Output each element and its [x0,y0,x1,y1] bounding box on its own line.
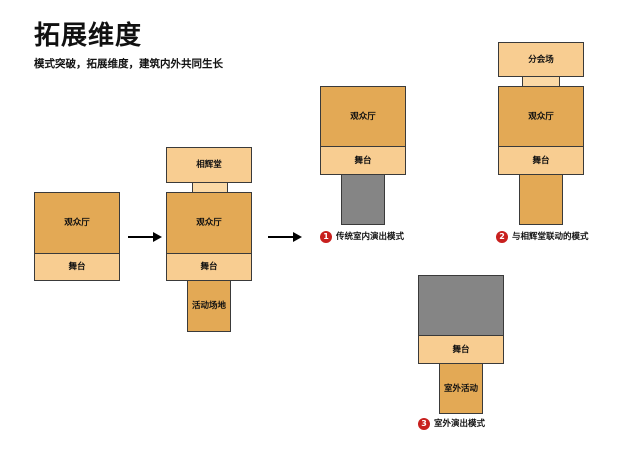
page-subtitle: 模式突破，拓展维度，建筑内外共同生长 [34,58,223,70]
page-title: 拓展维度 [34,21,143,51]
auditorium-block: 观众厅 [498,86,584,147]
auditorium-block: 观众厅 [320,86,406,147]
mode-2-caption: 2 与相辉堂联动的模式 [496,231,589,243]
number-badge: 3 [418,418,430,430]
stage-block: 舞台 [320,146,406,175]
stage-block: 舞台 [34,253,120,281]
mode-2-label: 与相辉堂联动的模式 [512,232,589,242]
inactive-area-block [341,174,385,225]
mode-3-label: 室外演出模式 [434,419,486,429]
mode-1-caption: 1 传统室内演出模式 [320,231,404,243]
number-badge: 1 [320,231,332,243]
branch-venue-block: 分会场 [498,42,584,77]
activity-area-block [519,174,563,225]
mode-1-label: 传统室内演出模式 [336,232,405,242]
auditorium-block: 观众厅 [166,192,252,254]
auditorium-block: 观众厅 [34,192,120,254]
mode-3-caption: 3 室外演出模式 [418,418,485,430]
number-badge: 2 [496,231,508,243]
stage-block: 舞台 [498,146,584,175]
stage-block: 舞台 [418,335,504,364]
inactive-auditorium-block [418,275,504,336]
activity-venue-block: 活动场地 [187,280,231,332]
stage-block: 舞台 [166,253,252,281]
arrow-right-icon [128,232,162,242]
arrow-right-icon [268,232,302,242]
outdoor-activity-block: 室外活动 [439,363,483,414]
adjacent-hall-block: 相辉堂 [166,147,252,183]
